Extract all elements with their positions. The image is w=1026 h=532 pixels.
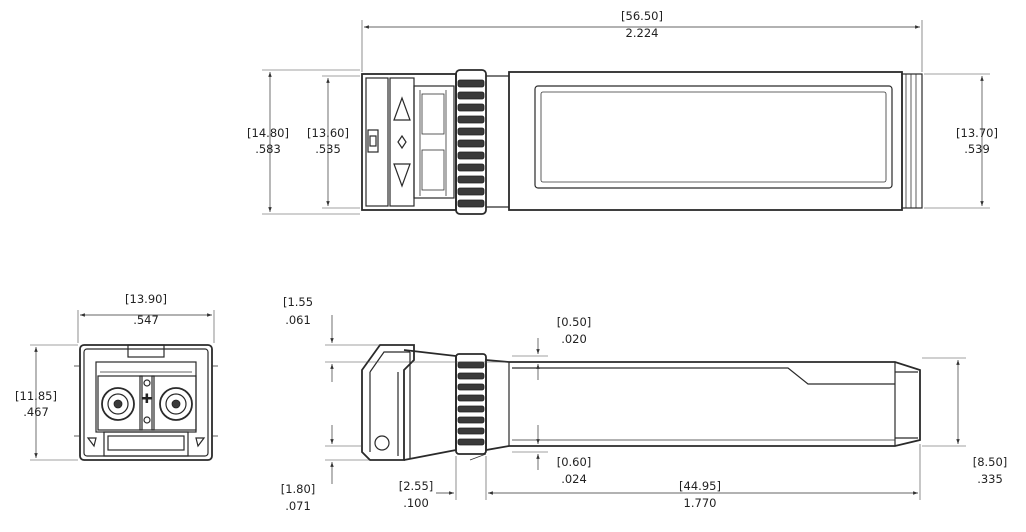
front-view: ✚ <box>74 344 218 461</box>
front-view-dimensions: [13.90] .547 [11.85] .467 <box>15 292 215 461</box>
dim-side-right-in: .335 <box>977 472 1003 486</box>
dim-front-width-in: .547 <box>133 313 159 327</box>
dim-top-right-mm: [13.70] <box>956 126 998 140</box>
dim-front-height-mm: [11.85] <box>15 389 57 403</box>
dim-top-length-mm: [56.50] <box>621 9 663 23</box>
down-arrow-icon <box>393 163 411 188</box>
side-view <box>361 344 921 461</box>
side-latch <box>361 344 415 461</box>
dim-side-lower-step-mm: [0.60] <box>557 455 592 469</box>
top-view-dimensions: [56.50] 2.224 [14.80] .583 [13.60] .535 … <box>247 9 998 215</box>
dim-side-right-mm: [8.50] <box>973 455 1008 469</box>
latch-pin-icon <box>374 435 390 451</box>
dim-top-outer-mm: [14.80] <box>247 126 289 140</box>
center-mark-icon: ✚ <box>142 392 153 407</box>
top-latch-housing <box>361 73 457 211</box>
side-view-dimensions: [1.55 .061 [1.80] .071 [0.50] .020 [0.60… <box>281 295 1008 513</box>
dim-side-bottom-in: .071 <box>285 499 311 513</box>
top-end-cap <box>901 73 923 209</box>
dim-side-top-mm: [1.55 <box>283 295 313 309</box>
dim-front-height-in: .467 <box>23 405 49 419</box>
dim-side-ring-in: .100 <box>403 496 429 510</box>
top-label-window <box>534 85 893 189</box>
top-body <box>508 71 903 211</box>
dim-top-length-in: 2.224 <box>626 26 659 40</box>
right-port-icon <box>159 387 193 421</box>
dim-side-lower-step-in: .024 <box>561 472 587 486</box>
side-body <box>485 359 921 452</box>
dim-side-bottom-mm: [1.80] <box>281 482 316 496</box>
dim-front-width-mm: [13.90] <box>125 292 167 306</box>
top-view <box>361 69 923 215</box>
dim-top-outer-in: .583 <box>255 142 281 156</box>
dim-side-ring-mm: [2.55] <box>399 479 434 493</box>
dim-top-inner-in: .535 <box>315 142 341 156</box>
dim-side-upper-step-in: .020 <box>561 332 587 346</box>
dim-side-body-in: 1.770 <box>684 496 717 510</box>
dim-top-right-in: .539 <box>964 142 990 156</box>
up-arrow-icon <box>393 96 411 121</box>
dim-side-body-mm: [44.95] <box>679 479 721 493</box>
dim-top-inner-mm: [13.60] <box>307 126 349 140</box>
dim-side-top-in: .061 <box>285 313 311 327</box>
left-port-icon <box>101 387 135 421</box>
dim-side-upper-step-mm: [0.50] <box>557 315 592 329</box>
